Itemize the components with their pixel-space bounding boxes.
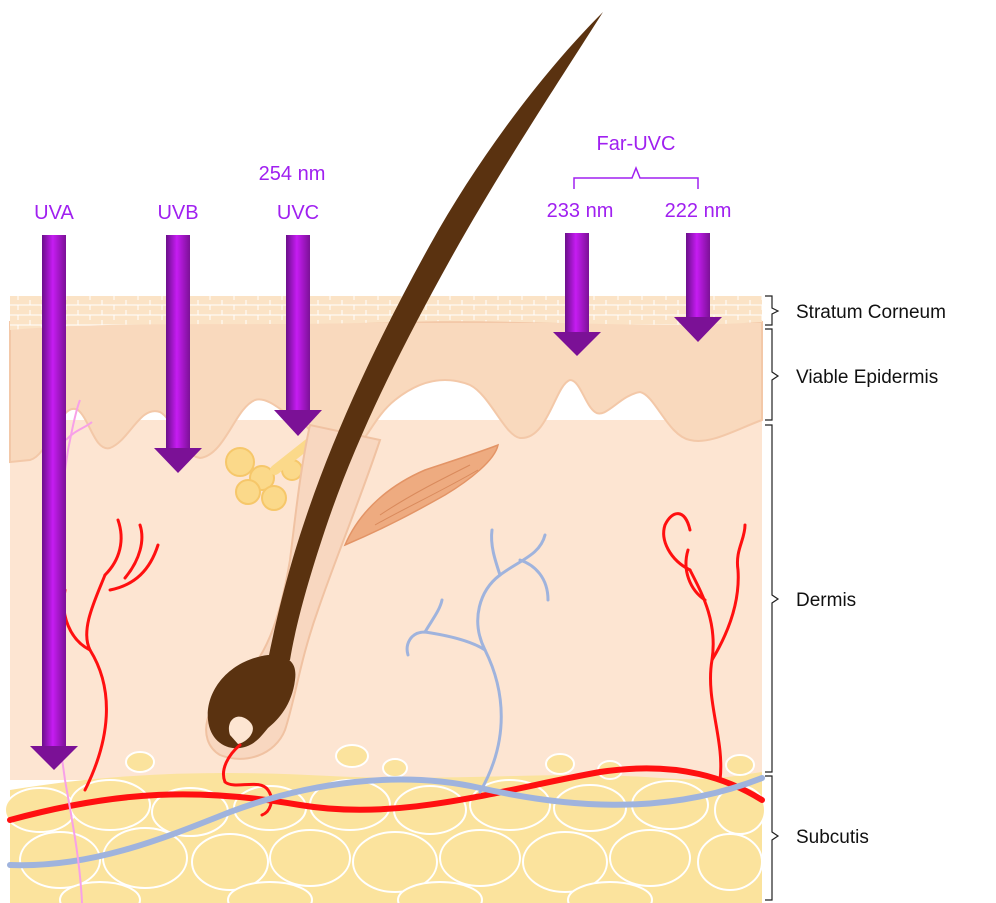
dermis-label: Dermis [796,590,856,611]
subcutis-bracket [765,776,778,900]
uvb-label: UVB [157,202,198,224]
far-uvc-label: Far-UVC [597,133,676,155]
far-uvc-222-label: 222 nm [665,200,732,222]
stratum-corneum-label: Stratum Corneum [796,302,946,323]
dermis-bracket [765,425,778,772]
uvc-label: UVC [277,202,319,224]
uva-label: UVA [34,202,74,224]
far-uvc-233-label: 233 nm [547,200,614,222]
layer-brackets [765,296,778,900]
stratum-corneum-bracket [765,296,778,325]
subcutis-label: Subcutis [796,827,869,848]
far-uvc-bracket [574,168,698,189]
viable-epidermis-bracket [765,329,778,420]
far-uvc-233-arrow [553,233,601,356]
uvc-wavelength-label: 254 nm [259,163,326,185]
viable-epidermis-label: Viable Epidermis [796,367,938,388]
dermis-layer [10,420,762,780]
